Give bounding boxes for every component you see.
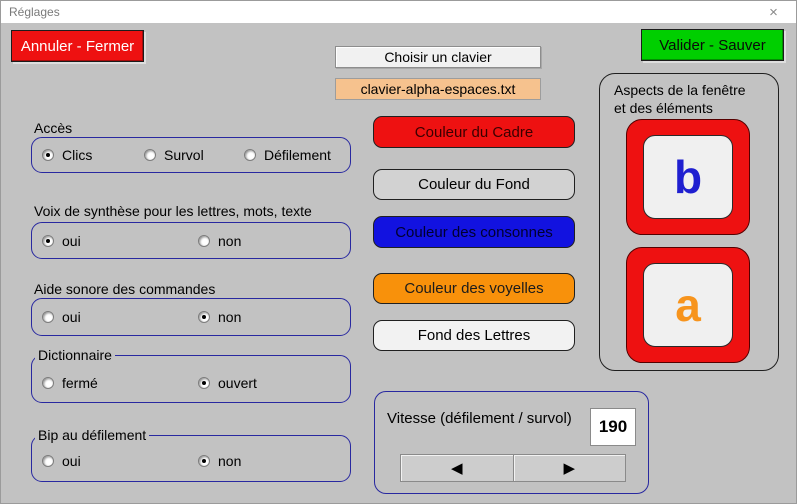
titlebar: Réglages × xyxy=(1,1,796,23)
aspects-title-line1: Aspects de la fenêtre xyxy=(614,82,746,98)
speed-increase-button[interactable]: ▶ xyxy=(512,455,626,481)
validate-save-button[interactable]: Valider - Sauver xyxy=(641,29,784,61)
voice-group-label: Voix de synthèse pour les lettres, mots,… xyxy=(34,203,312,219)
radio-voice-non[interactable]: non xyxy=(198,233,241,249)
consonants-color-button[interactable]: Couleur des consonnes xyxy=(373,216,575,248)
speed-scrollbar: ◀ ▶ xyxy=(400,454,626,482)
radio-clics-label: Clics xyxy=(62,147,93,163)
radio-dict-ferme-label: fermé xyxy=(62,374,98,391)
speed-group: Vitesse (défilement / survol) 190 ◀ ▶ xyxy=(374,391,649,494)
preview-tile-consonant: b xyxy=(626,119,750,235)
dictionary-group-label: Dictionnaire xyxy=(35,347,115,363)
sound-help-group-label: Aide sonore des commandes xyxy=(34,281,216,297)
keyboard-file-field[interactable]: clavier-alpha-espaces.txt xyxy=(335,78,541,100)
radio-button-icon xyxy=(42,234,54,247)
cancel-close-button[interactable]: Annuler - Fermer xyxy=(11,30,144,62)
vowels-color-button[interactable]: Couleur des voyelles xyxy=(373,273,575,304)
radio-beep-non[interactable]: non xyxy=(198,453,241,469)
radio-button-icon xyxy=(144,149,156,161)
window-title: Réglages xyxy=(9,5,60,19)
speed-label: Vitesse (défilement / survol) xyxy=(387,410,572,427)
radio-button-icon xyxy=(198,311,210,323)
frame-color-button[interactable]: Couleur du Cadre xyxy=(373,116,575,148)
preview-letter-b: b xyxy=(643,135,733,219)
beep-group: Bip au défilement oui non xyxy=(31,427,351,482)
radio-voice-oui[interactable]: oui xyxy=(42,233,81,249)
background-color-button[interactable]: Couleur du Fond xyxy=(373,169,575,200)
radio-clics[interactable]: Clics xyxy=(42,147,92,163)
dictionary-group: Dictionnaire fermé ouvert xyxy=(31,347,351,403)
radio-button-icon xyxy=(42,311,54,323)
radio-button-icon xyxy=(198,454,210,467)
radio-soundhelp-non-label: non xyxy=(218,309,242,325)
aspects-title-line2: et des éléments xyxy=(614,100,713,116)
access-group-label: Accès xyxy=(34,120,73,136)
radio-soundhelp-oui[interactable]: oui xyxy=(42,309,81,325)
radio-beep-non-label: non xyxy=(218,452,242,469)
radio-voice-non-label: non xyxy=(218,232,242,249)
access-group: Clics Survol Défilement xyxy=(31,137,351,173)
left-arrow-icon: ◀ xyxy=(450,460,463,477)
preview-letter-a: a xyxy=(643,263,733,347)
preview-tile-vowel: a xyxy=(626,247,750,363)
radio-button-icon xyxy=(42,376,54,389)
radio-dict-ouvert[interactable]: ouvert xyxy=(198,375,257,391)
radio-dict-ouvert-label: ouvert xyxy=(218,374,257,391)
beep-group-label: Bip au défilement xyxy=(35,427,150,443)
radio-button-icon xyxy=(42,454,54,467)
close-icon[interactable]: × xyxy=(769,3,778,21)
radio-button-icon xyxy=(198,376,210,389)
radio-voice-oui-label: oui xyxy=(62,232,81,249)
radio-button-icon xyxy=(42,149,54,161)
right-arrow-icon: ▶ xyxy=(563,460,576,477)
radio-defilement-label: Défilement xyxy=(264,147,331,163)
radio-soundhelp-non[interactable]: non xyxy=(198,309,241,325)
radio-dict-ferme[interactable]: fermé xyxy=(42,375,98,391)
radio-button-icon xyxy=(244,149,256,161)
radio-button-icon xyxy=(198,234,210,247)
radio-beep-oui-label: oui xyxy=(62,452,81,469)
speed-decrease-button[interactable]: ◀ xyxy=(401,455,513,481)
sound-help-group: oui non xyxy=(31,298,351,336)
speed-value-field[interactable]: 190 xyxy=(590,408,636,446)
radio-survol[interactable]: Survol xyxy=(144,147,204,163)
voice-group: oui non xyxy=(31,222,351,259)
radio-defilement[interactable]: Défilement xyxy=(244,147,331,163)
radio-soundhelp-oui-label: oui xyxy=(62,309,81,325)
radio-beep-oui[interactable]: oui xyxy=(42,453,81,469)
aspects-panel: Aspects de la fenêtre et des éléments b … xyxy=(599,73,779,371)
choose-keyboard-button[interactable]: Choisir un clavier xyxy=(335,46,541,68)
letters-background-button[interactable]: Fond des Lettres xyxy=(373,320,575,351)
radio-survol-label: Survol xyxy=(164,147,204,163)
